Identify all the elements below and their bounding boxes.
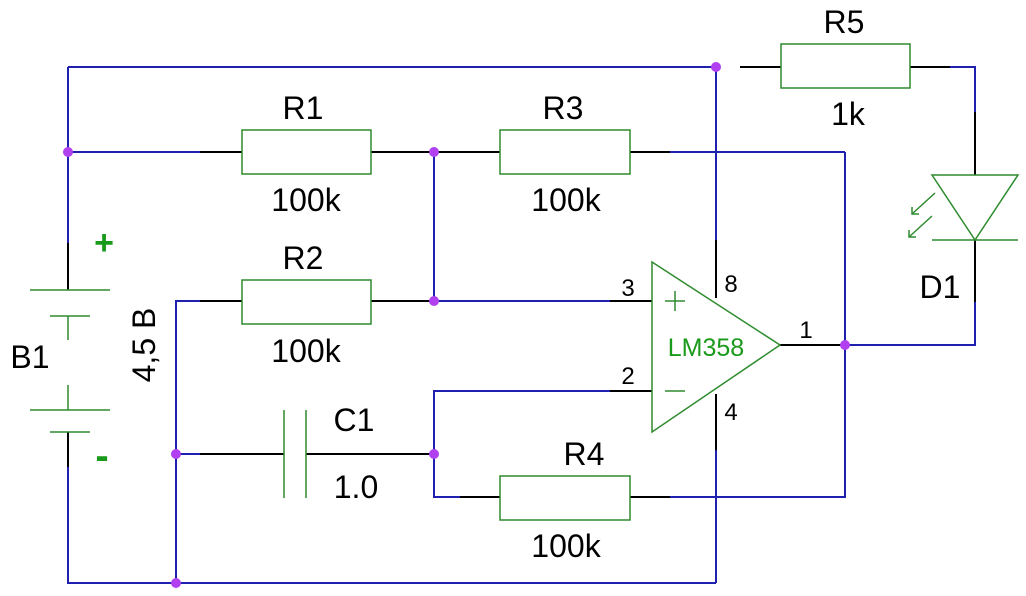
c1-symbol bbox=[283, 410, 307, 498]
pin-8-label: 8 bbox=[724, 271, 737, 298]
junction bbox=[63, 147, 73, 157]
wire-inv-input bbox=[433, 390, 610, 498]
r2-name: R2 bbox=[283, 240, 324, 276]
pin-3-label: 3 bbox=[621, 275, 634, 302]
r3-body bbox=[499, 129, 631, 175]
r5-value: 1k bbox=[831, 96, 866, 132]
wire-bottom-rail bbox=[67, 467, 716, 584]
junction bbox=[429, 449, 439, 459]
junctions bbox=[63, 62, 850, 588]
pin-2-label: 2 bbox=[621, 363, 634, 390]
junction bbox=[711, 62, 721, 72]
r2-body bbox=[241, 279, 372, 325]
pin-1-label: 1 bbox=[799, 317, 812, 344]
c1-value: 1.0 bbox=[334, 469, 378, 505]
r5-body bbox=[780, 43, 911, 89]
r4-body bbox=[499, 475, 631, 521]
b1-name: B1 bbox=[10, 339, 49, 375]
r3-name: R3 bbox=[543, 90, 584, 126]
b1-plus: + bbox=[94, 224, 114, 262]
wires bbox=[67, 66, 976, 584]
junction bbox=[429, 147, 439, 157]
led-symbol bbox=[908, 174, 1020, 242]
wire-r2-left bbox=[175, 300, 200, 583]
r1-body bbox=[241, 129, 372, 175]
b1-minus: - bbox=[95, 434, 108, 478]
pin-4-label: 4 bbox=[724, 399, 737, 426]
wire-r5-led bbox=[950, 66, 976, 112]
r1-name: R1 bbox=[283, 90, 324, 126]
battery-symbol bbox=[30, 289, 110, 433]
junction bbox=[171, 449, 181, 459]
junction bbox=[840, 340, 850, 350]
r4-name: R4 bbox=[564, 436, 605, 472]
opamp-symbol bbox=[651, 260, 782, 434]
wire-r4-right bbox=[670, 345, 846, 498]
wire-out-led bbox=[845, 302, 976, 346]
r4-value: 100k bbox=[531, 528, 601, 564]
c1-name: C1 bbox=[334, 402, 375, 438]
r2-value: 100k bbox=[271, 333, 341, 369]
junction bbox=[171, 578, 181, 588]
d1-name: D1 bbox=[920, 269, 961, 305]
leads bbox=[67, 66, 976, 498]
junction bbox=[429, 296, 439, 306]
r5-name: R5 bbox=[824, 4, 865, 40]
r1-value: 100k bbox=[271, 182, 341, 218]
b1-voltage: 4,5 В bbox=[126, 308, 162, 383]
r3-value: 100k bbox=[531, 182, 601, 218]
opamp-part: LM358 bbox=[668, 334, 744, 362]
